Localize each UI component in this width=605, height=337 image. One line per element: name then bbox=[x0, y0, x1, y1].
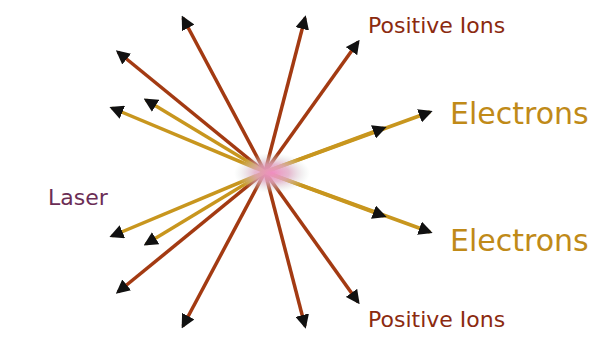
laser-label: Laser bbox=[48, 186, 108, 210]
electron-label: Electrons bbox=[450, 224, 589, 257]
ion-arrows bbox=[118, 18, 358, 326]
laser-beam bbox=[10, 171, 262, 177]
electron-label: Electrons bbox=[450, 97, 589, 130]
ion-label: Positive Ions bbox=[368, 308, 505, 332]
electron-arrows bbox=[112, 100, 430, 244]
plasma-glow bbox=[234, 153, 310, 193]
ion-label: Positive Ions bbox=[368, 14, 505, 38]
